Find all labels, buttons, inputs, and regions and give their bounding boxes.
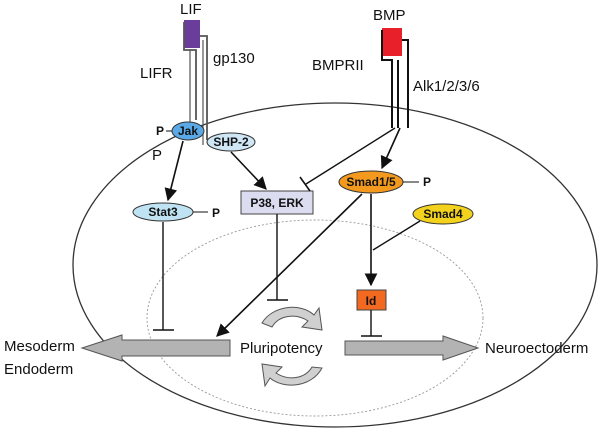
edge-bmp-inhibit-p38-bar (299, 176, 311, 192)
shp2-node (206, 132, 256, 152)
edge-bmp-smad15 (380, 127, 401, 170)
cell-membrane (72, 102, 598, 428)
edge-jak-stat3 (164, 140, 184, 202)
jak-label: Jak (178, 124, 198, 138)
alk-label: Alk1/2/3/6 (413, 78, 480, 95)
smad15-label: Smad1/5 (346, 175, 396, 189)
pluripotency-label: Pluripotency (240, 340, 323, 357)
mesoderm-arrow (80, 334, 231, 362)
p-below-jak-label: P (152, 147, 162, 164)
p-jak-label: P (156, 124, 164, 138)
edge-smad15-mesoderm (216, 193, 363, 337)
smad4-node (412, 203, 474, 225)
lifr-label: LIFR (140, 65, 173, 82)
edge-bmp-inhibit-p38 (305, 127, 396, 185)
lif-receptor (183, 20, 208, 145)
p38-erk-label: P38, ERK (250, 196, 304, 210)
edge-shp2-p38 (230, 151, 267, 190)
bmprii-label: BMPRII (312, 57, 364, 74)
cycle-arrow-bottom (261, 363, 323, 388)
edge-smad4-join (372, 220, 421, 251)
endoderm-label: Endoderm (4, 361, 73, 378)
bmp-receptor (381, 28, 409, 128)
lif-label: LIF (180, 1, 202, 18)
smad4-label: Smad4 (423, 207, 463, 221)
nucleus-boundary (146, 219, 484, 417)
gp130-label: gp130 (213, 50, 255, 67)
id-label: Id (366, 294, 377, 308)
neuroectoderm-label: Neuroectoderm (485, 340, 588, 357)
p-smad15-label: P (423, 175, 431, 189)
mesoderm-label: Mesoderm (4, 338, 75, 355)
bmp-label: BMP (373, 7, 406, 24)
stat3-label: Stat3 (148, 205, 178, 219)
cycle-arrow-top (261, 306, 323, 331)
shp2-label: SHP-2 (213, 135, 249, 149)
neuroectoderm-arrow (344, 335, 480, 361)
p-stat3-label: P (212, 206, 220, 220)
